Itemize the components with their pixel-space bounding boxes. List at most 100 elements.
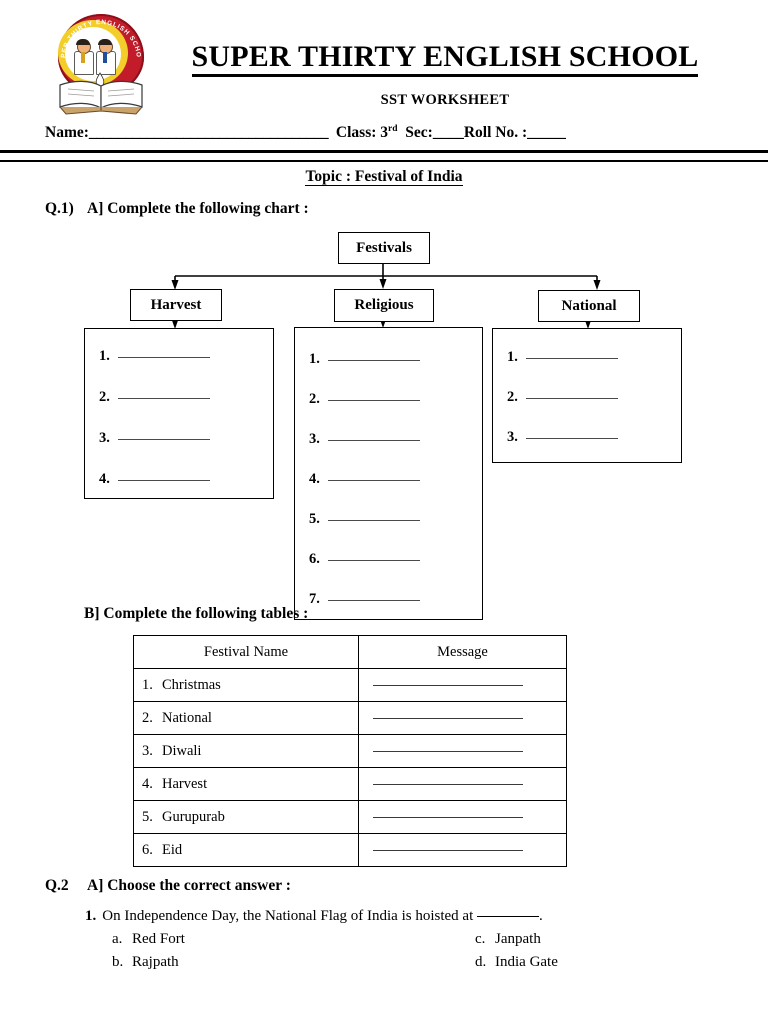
list-item[interactable]: 3. bbox=[507, 429, 618, 446]
row-index: 1. bbox=[142, 676, 153, 693]
answer-blank[interactable] bbox=[328, 600, 420, 601]
school-name-title: SUPER THIRTY ENGLISH SCHOOL bbox=[180, 40, 710, 77]
message-blank[interactable] bbox=[373, 783, 523, 785]
answer-blank[interactable] bbox=[118, 480, 210, 481]
class-label: Class: bbox=[335, 124, 377, 142]
festival-name-text: Diwali bbox=[162, 742, 202, 759]
table-cell-festival-name: 5.Gurupurab bbox=[133, 800, 359, 834]
list-item-number: 3. bbox=[99, 430, 110, 446]
answer-blank[interactable] bbox=[118, 439, 210, 440]
message-blank[interactable] bbox=[373, 717, 523, 719]
row-index: 4. bbox=[142, 775, 153, 792]
q2-question-1-blank[interactable] bbox=[477, 916, 540, 917]
list-item[interactable]: 3. bbox=[99, 430, 210, 447]
sec-blank[interactable]: ____ bbox=[432, 124, 464, 142]
list-item-number: 2. bbox=[507, 389, 518, 405]
logo-student-girl bbox=[74, 39, 94, 75]
list-item-number: 1. bbox=[507, 349, 518, 365]
table-cell-festival-name: 3.Diwali bbox=[133, 734, 359, 768]
harvest-answer-box: 1. 2. 3. 4. bbox=[84, 328, 274, 499]
religious-answer-box: 1. 2. 3. 4. 5. 6. 7. bbox=[294, 327, 483, 620]
answer-blank[interactable] bbox=[526, 438, 618, 439]
list-item-number: 2. bbox=[99, 389, 110, 405]
list-item-number: 7. bbox=[309, 591, 320, 607]
message-blank[interactable] bbox=[373, 684, 523, 686]
list-item[interactable]: 4. bbox=[309, 471, 420, 488]
class-value: 3 bbox=[380, 124, 389, 142]
list-item[interactable]: 2. bbox=[309, 391, 420, 408]
table-cell-festival-name: 1.Christmas bbox=[133, 668, 359, 702]
q2-option-a[interactable]: a.Red Fort bbox=[112, 931, 185, 948]
list-item[interactable]: 6. bbox=[309, 551, 420, 568]
topic-text: Topic : Festival of India bbox=[305, 168, 463, 186]
chart-node-festivals-label: Festivals bbox=[356, 239, 412, 256]
answer-blank[interactable] bbox=[328, 480, 420, 481]
answer-blank[interactable] bbox=[118, 398, 210, 399]
list-item[interactable]: 1. bbox=[507, 349, 618, 366]
q2-number: Q.2 bbox=[45, 877, 69, 894]
table-cell-festival-name: 4. Harvest bbox=[133, 767, 359, 801]
list-item[interactable]: 3. bbox=[309, 431, 420, 448]
row-index: 2. bbox=[142, 709, 153, 726]
list-item[interactable]: 1. bbox=[99, 348, 210, 365]
table-header-message: Message bbox=[358, 635, 567, 669]
roll-blank[interactable]: _____ bbox=[527, 124, 566, 142]
q2-option-c[interactable]: c. Janpath bbox=[475, 931, 541, 948]
table-cell-message[interactable] bbox=[358, 701, 567, 735]
chart-node-festivals: Festivals bbox=[338, 232, 430, 264]
festival-name-text: Harvest bbox=[162, 775, 208, 792]
q1-number: Q.1) bbox=[45, 200, 74, 217]
list-item-number: 1. bbox=[309, 351, 320, 367]
festival-name-text: Gurupurab bbox=[162, 808, 225, 825]
list-item[interactable]: 7. bbox=[309, 591, 420, 608]
q2-option-a-letter: a. bbox=[112, 931, 123, 947]
q2-option-d-text: India Gate bbox=[495, 954, 558, 970]
table-cell-message[interactable] bbox=[358, 800, 567, 834]
list-item[interactable]: 5. bbox=[309, 511, 420, 528]
name-label: Name: bbox=[45, 124, 89, 142]
table-row: 2.National bbox=[133, 701, 567, 735]
header-divider bbox=[0, 150, 768, 162]
list-item[interactable]: 2. bbox=[99, 389, 210, 406]
q2-option-d[interactable]: d.India Gate bbox=[475, 954, 558, 971]
table-row: 1.Christmas bbox=[133, 668, 567, 702]
q2-option-c-text: Janpath bbox=[495, 931, 541, 947]
row-index: 6. bbox=[142, 841, 153, 858]
message-blank[interactable] bbox=[373, 816, 523, 818]
student-info-line: Name:_________________________________ C… bbox=[45, 124, 735, 142]
answer-blank[interactable] bbox=[328, 520, 420, 521]
table-row: 5.Gurupurab bbox=[133, 800, 567, 834]
name-blank[interactable]: _________________________________ bbox=[88, 124, 329, 142]
table-cell-message[interactable] bbox=[358, 833, 567, 867]
answer-blank[interactable] bbox=[328, 360, 420, 361]
answer-blank[interactable] bbox=[328, 560, 420, 561]
table-cell-message[interactable] bbox=[358, 767, 567, 801]
list-item-number: 3. bbox=[309, 431, 320, 447]
answer-blank[interactable] bbox=[328, 400, 420, 401]
list-item-number: 5. bbox=[309, 511, 320, 527]
q2-option-c-letter: c. bbox=[475, 931, 486, 947]
chart-node-national: National bbox=[538, 290, 640, 322]
answer-blank[interactable] bbox=[328, 440, 420, 441]
list-item-number: 2. bbox=[309, 391, 320, 407]
roll-label: Roll No. : bbox=[463, 124, 528, 142]
message-blank[interactable] bbox=[373, 750, 523, 752]
answer-blank[interactable] bbox=[118, 357, 210, 358]
message-blank[interactable] bbox=[373, 849, 523, 851]
festival-name-text: Eid bbox=[162, 841, 183, 858]
answer-blank[interactable] bbox=[526, 398, 618, 399]
q2-question-1-stem: 1.On Independence Day, the National Flag… bbox=[85, 908, 543, 925]
list-item[interactable]: 1. bbox=[309, 351, 420, 368]
worksheet-subtitle: SST WORKSHEET bbox=[380, 92, 510, 108]
table-row: 4. Harvest bbox=[133, 767, 567, 801]
table-cell-message[interactable] bbox=[358, 668, 567, 702]
list-item-number: 4. bbox=[99, 471, 110, 487]
answer-blank[interactable] bbox=[526, 358, 618, 359]
q2-option-b[interactable]: b.Rajpath bbox=[112, 954, 179, 971]
list-item[interactable]: 2. bbox=[507, 389, 618, 406]
table-cell-message[interactable] bbox=[358, 734, 567, 768]
q2-question-1-number: 1. bbox=[85, 908, 97, 924]
list-item[interactable]: 4. bbox=[99, 471, 210, 488]
chart-node-national-label: National bbox=[561, 297, 617, 314]
